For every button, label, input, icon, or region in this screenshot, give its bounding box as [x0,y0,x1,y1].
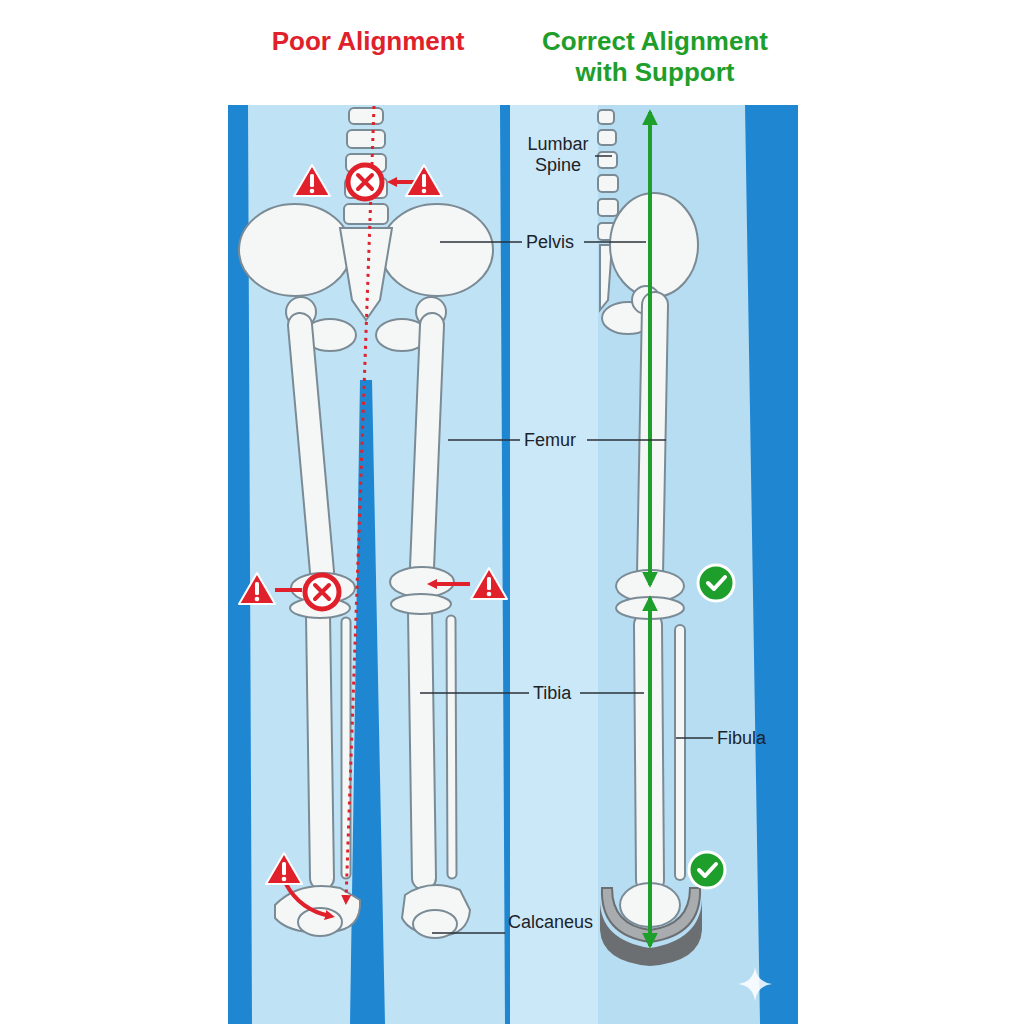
part-label: Lumbar Spine [518,134,598,175]
part-label: Femur [524,430,576,451]
part-label: Tibia [533,683,571,704]
part-label: Calcaneus [508,912,593,933]
panel-heading: Poor Alignment [228,26,508,57]
part-label: Pelvis [526,232,574,253]
panel-heading: Correct Alignment with Support [520,26,790,88]
part-label: Fibula [717,728,766,749]
